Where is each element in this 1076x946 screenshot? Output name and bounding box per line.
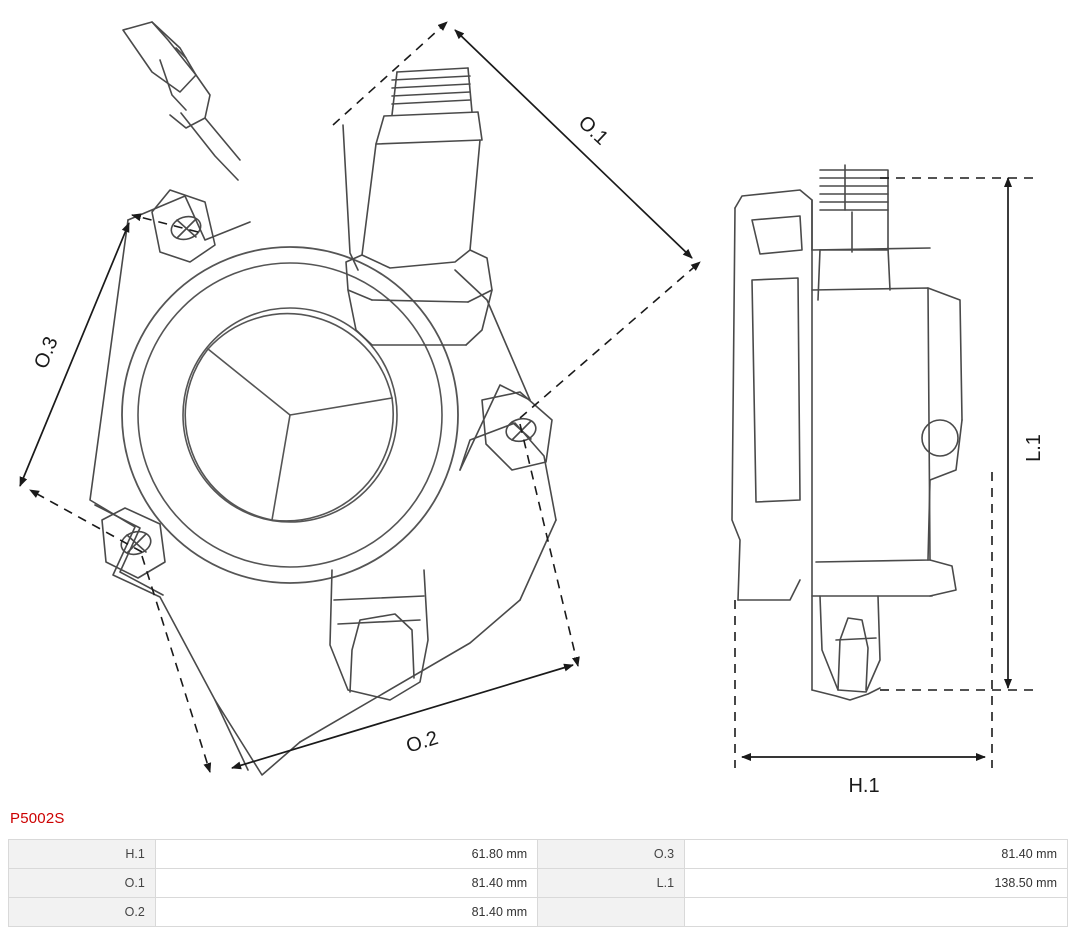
table-row: H.1 61.80 mm O.3 81.40 mm: [8, 839, 1068, 869]
table-row: O.1 81.40 mm L.1 138.50 mm: [8, 868, 1068, 898]
dimension-label-cell: H.1: [8, 839, 156, 869]
table-row: O.2 81.40 mm: [8, 897, 1068, 927]
vacuum-pump-side-view: [731, 164, 963, 701]
dimension-value-cell: 138.50 mm: [684, 868, 1068, 898]
part-code: P5002S: [10, 810, 65, 827]
dimension-label-cell: O.2: [8, 897, 156, 927]
empty-label-cell: [537, 897, 686, 927]
dimension-value-cell: 81.40 mm: [154, 868, 539, 898]
dimension-value-cell: 81.40 mm: [154, 897, 539, 927]
drawing-area: O.1 O.3 O.2 L.1 H.1: [19, 21, 1045, 797]
dimension-label-o2: O.2: [404, 727, 441, 757]
dimension-label-cell: L.1: [537, 868, 686, 898]
empty-value-cell: [684, 897, 1068, 927]
dimension-label-h1: H.1: [848, 775, 879, 797]
dimension-lines: [19, 21, 1040, 773]
dimension-label-cell: O.1: [8, 868, 156, 898]
vacuum-pump-front-view: [89, 21, 557, 776]
dimensions-table: H.1 61.80 mm O.3 81.40 mm O.1 81.40 mm L…: [8, 839, 1068, 927]
dimension-label-cell: O.3: [537, 839, 686, 869]
dimension-value-cell: 81.40 mm: [684, 839, 1068, 869]
dimension-label-o1: O.1: [574, 112, 613, 150]
dimension-label-o3: O.3: [30, 334, 62, 372]
dimension-value-cell: 61.80 mm: [154, 839, 539, 869]
dimension-label-l1: L.1: [1023, 434, 1045, 462]
